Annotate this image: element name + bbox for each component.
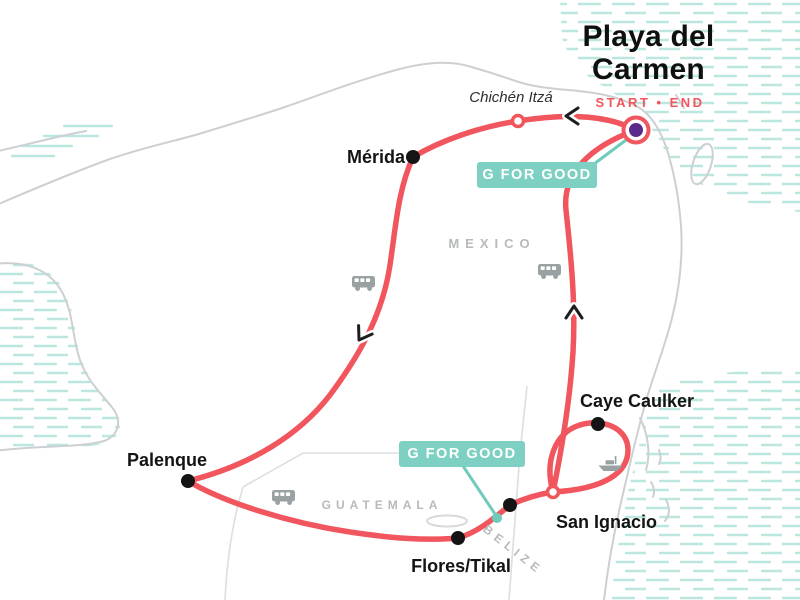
bus-icon [272,490,295,505]
direction-arrow-southwest [354,321,377,344]
direction-arrows [354,104,586,344]
bus-icon [352,276,375,291]
bus-icon [538,264,561,279]
border-guatemala-west [224,486,244,600]
water-area-northeast [560,0,800,212]
coast-campeche-bay [0,262,120,452]
label-flores-tikal: Flores/Tikal [411,556,511,576]
label-palenque: Palenque [126,450,208,470]
map-title: Playa del Carmen [582,20,715,86]
route-north [550,127,639,495]
marker-flores-tikal [451,531,465,545]
marker-route-junction [545,484,561,500]
start-end-marker [621,115,651,145]
coast-offshore-line [0,130,87,152]
region-label-mexico: MEXICO [448,236,536,251]
coast-isla-mujeres [675,94,685,109]
boat-icon [598,456,623,471]
water-area-southeast [611,368,800,600]
coast-caye [664,499,670,522]
border-guatemala-belize [508,452,521,600]
start-end-label: START • END [595,95,705,110]
g-for-good-badge: G FOR GOOD [477,162,597,188]
marker-chichen-itza [510,113,526,129]
coast-ambergris-caye [639,417,650,471]
direction-arrow-west [562,104,582,128]
label-chichen-itza: Chichén Itzá [469,89,553,106]
water-area-west-bay [0,261,121,453]
coast-caye [650,481,656,498]
marker-san-ignacio [503,498,517,512]
marker-merida [406,150,420,164]
route-loop-caye-caulker [547,420,631,495]
coast-peninsula [0,61,683,600]
lake-peten-itza [426,514,468,528]
label-merida: Mérida [346,147,405,167]
label-san-ignacio: San Ignacio [556,512,658,532]
region-label-guatemala: GUATEMALA [321,498,443,512]
coast-cozumel-island [690,142,714,186]
start-end-marker-core [629,123,643,137]
marker-palenque [181,474,195,488]
markers [181,113,651,545]
badge-connector [461,465,499,518]
coast-caye [658,449,662,465]
direction-arrow-north [562,302,586,322]
marker-caye-caulker [591,417,605,431]
label-caye-caulker: Caye Caulker [579,391,695,411]
g-for-good-badge: G FOR GOOD [399,441,525,467]
water-stripes-extra [10,124,114,158]
coastline [0,61,714,600]
g-for-good-point [492,513,502,523]
